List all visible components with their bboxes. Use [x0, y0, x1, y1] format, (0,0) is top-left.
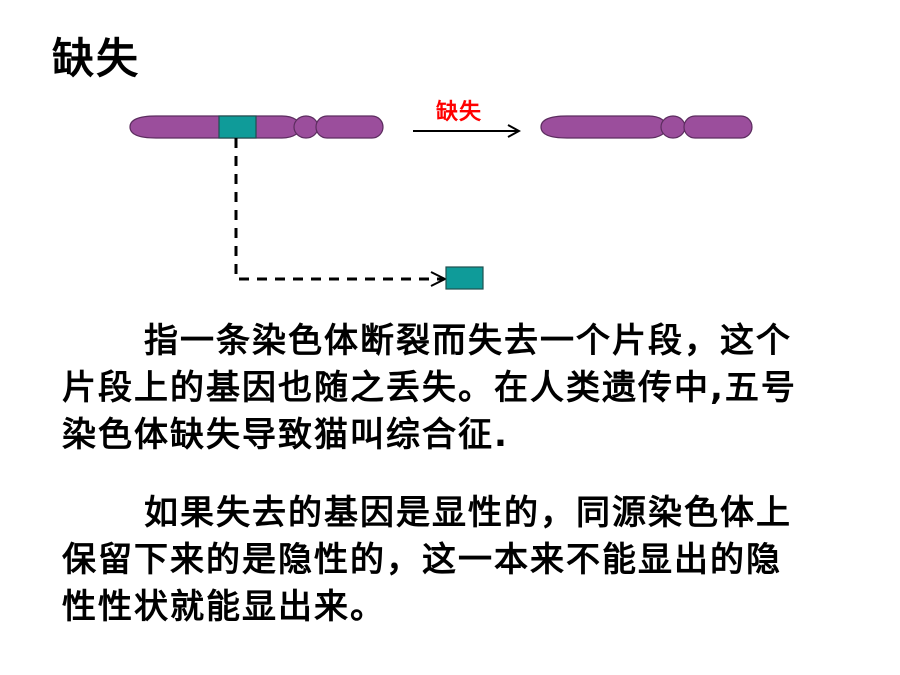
centromere — [293, 115, 319, 139]
deleted-segment — [445, 266, 484, 290]
definition-paragraph: 指一条染色体断裂而失去一个片段，这个片段上的基因也随之丢失。在人类遗传中,五号染… — [62, 321, 797, 455]
chromosome-right-arm-after-deletion — [683, 115, 753, 139]
dashed-removal-path — [234, 138, 443, 281]
dashed-arrow-head — [430, 271, 448, 287]
deletion-arrow-label: 缺失 — [436, 100, 483, 125]
effect-paragraph: 如果失去的基因是显性的，同源染色体上保留下来的是隐性的，这一本来不能显出的隐性性… — [62, 493, 792, 627]
deleted-chromosome — [540, 115, 753, 139]
chromosome-left-arm-after-deletion — [540, 115, 668, 139]
chromosome-deletion-diagram — [129, 115, 753, 290]
chromosome-left-arm — [129, 115, 302, 139]
original-chromosome — [129, 115, 384, 139]
centromere-after-deletion — [660, 115, 686, 139]
chromosome-right-arm — [315, 115, 384, 139]
slide-title: 缺失 — [52, 34, 141, 83]
deleted-segment-original — [218, 115, 257, 139]
